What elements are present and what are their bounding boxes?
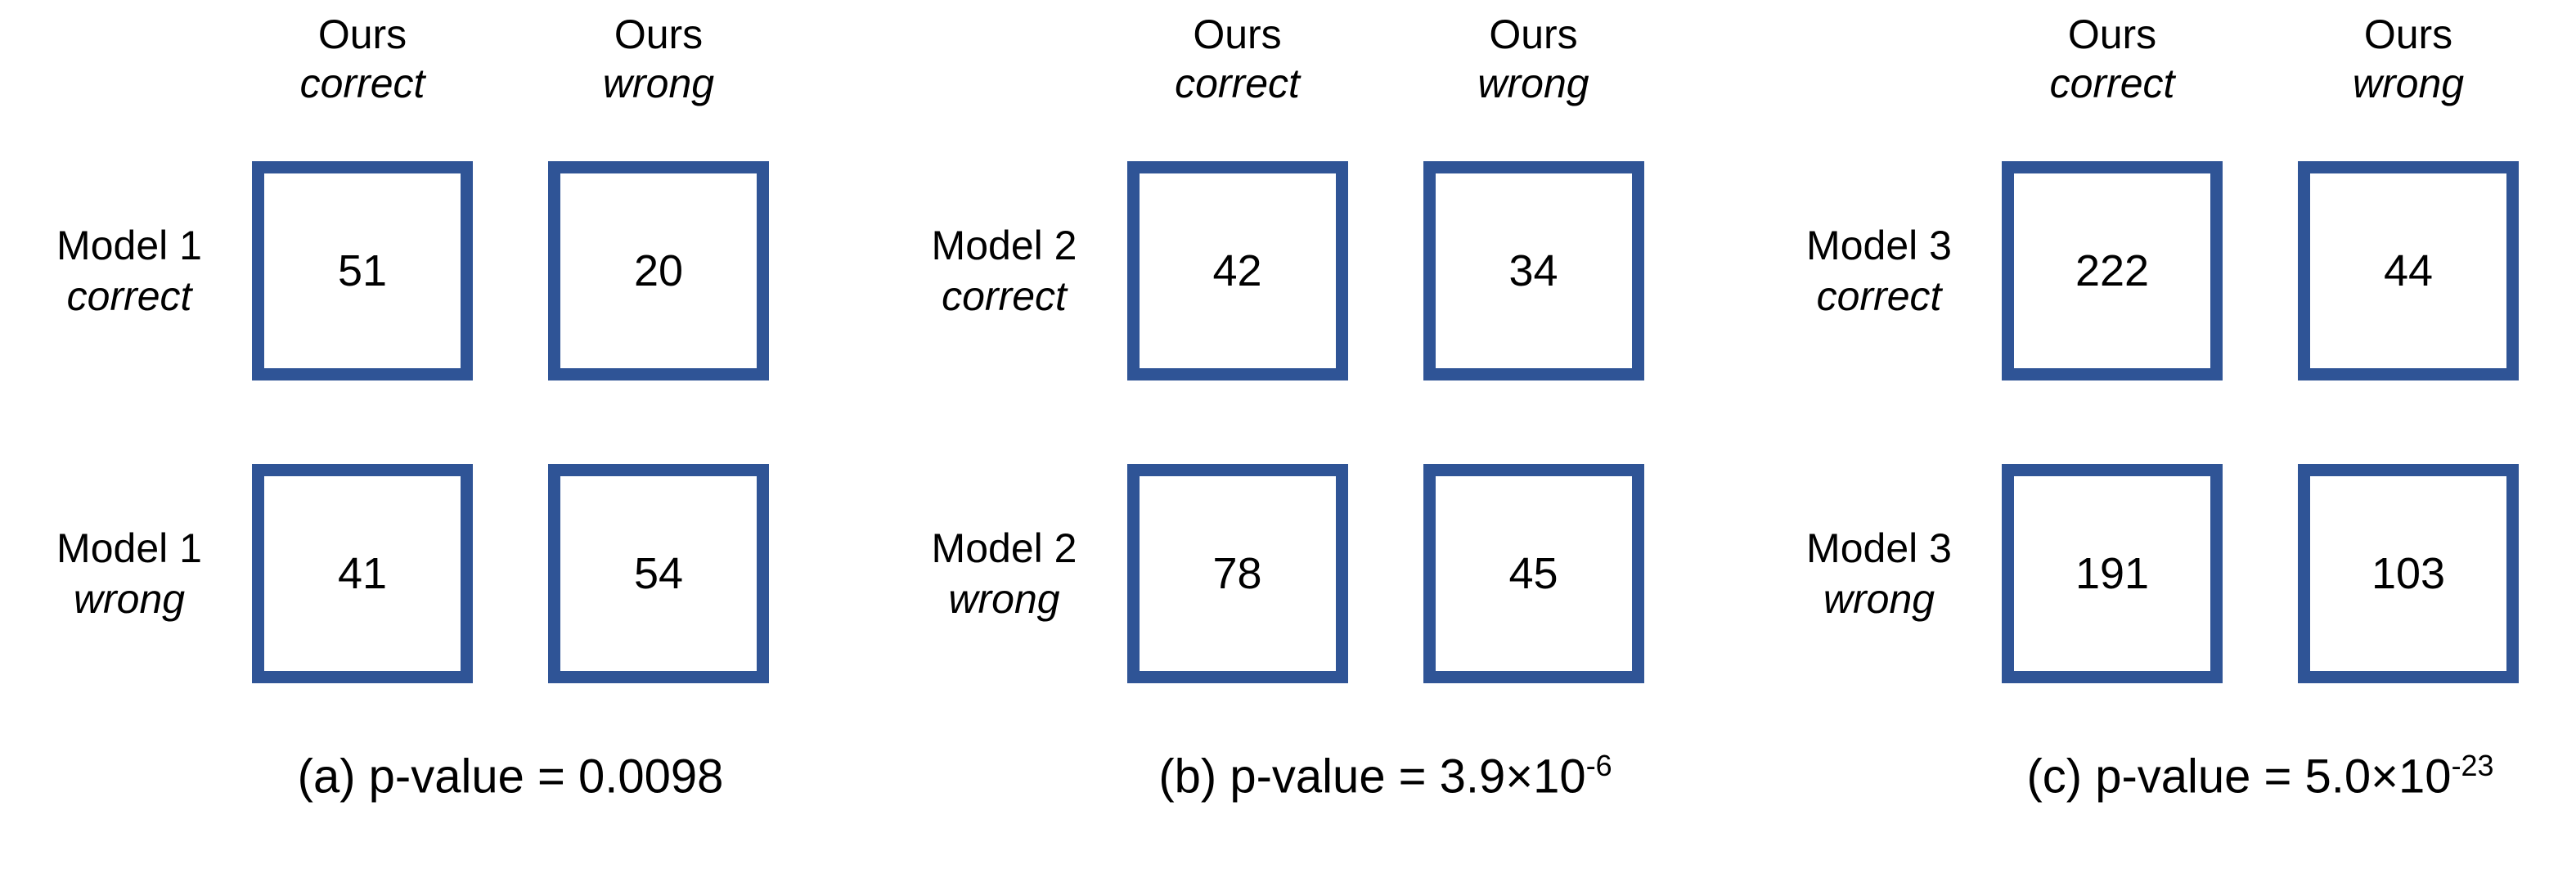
matrix-row-model3-correct: Model 3 correct 222 44 [1756,161,2519,380]
matrix-cell: 42 [1126,161,1348,380]
panel-a-caption: (a) p-value = 0.0098 [252,749,769,804]
caption-text: (b) p-value = 3.9×10 [1158,750,1586,804]
matrix-row-model3-wrong: Model 3 wrong 191 103 [1756,464,2519,683]
row-label-bottom: wrong [948,576,1060,622]
matrix-cell: 51 [252,161,473,380]
row-label-top: Model 2 [931,525,1077,571]
matrix-cell: 34 [1423,161,1644,380]
matrix-row-model2-correct: Model 2 correct 42 34 [882,161,1644,380]
row-label-top: Model 1 [56,525,202,571]
caption-exponent: -6 [1585,749,1612,782]
caption-text: (c) p-value = 5.0×10 [2026,750,2452,804]
column-gap [1348,10,1423,108]
column-header-top: Ours [614,11,704,57]
matrix-row-model2-wrong: Model 2 wrong 78 45 [882,464,1644,683]
matrix-cell: 44 [2298,161,2519,380]
matrix-cell: 45 [1423,464,1644,683]
cell-value: 54 [633,549,684,598]
matrix-cell: 78 [1126,464,1348,683]
column-header-ours-correct: Ours correct [2002,10,2223,108]
panel-c-caption: (c) p-value = 5.0×10-23 [2002,749,2519,804]
matrix-cell: 191 [2002,464,2223,683]
matrix-row-model1-correct: Model 1 correct 51 20 [7,161,769,380]
cell-value: 20 [633,246,684,295]
column-gap [2223,10,2298,108]
row-label-top: Model 3 [1806,525,1952,571]
row-label: Model 2 wrong [882,523,1127,625]
panel-c-column-headers: Ours correct Ours wrong [1756,10,2519,108]
column-header-ours-wrong: Ours wrong [548,10,769,108]
panel-b-column-headers: Ours correct Ours wrong [882,10,1644,108]
cell-value: 222 [2075,246,2150,295]
matrix-row-model1-wrong: Model 1 wrong 41 54 [7,464,769,683]
row-label-bottom: correct [942,273,1067,319]
column-header-ours-wrong: Ours wrong [2298,10,2519,108]
cell-value: 42 [1212,246,1262,295]
row-label: Model 3 wrong [1756,523,2002,625]
column-gap [473,10,548,108]
caption-text: (a) p-value = 0.0098 [297,750,724,804]
column-header-bottom: correct [2049,61,2175,106]
row-label: Model 1 wrong [7,523,252,625]
panel-a: Ours correct Ours wrong Model 1 correct … [7,0,769,878]
row-label: Model 3 correct [1756,220,2002,322]
column-header-top: Ours [2067,11,2157,57]
column-header-bottom: wrong [602,61,715,106]
column-header-top: Ours [2363,11,2453,57]
matrix-cell: 54 [548,464,769,683]
matrix-cell: 41 [252,464,473,683]
header-spacer [882,10,1127,108]
column-header-ours-correct: Ours correct [252,10,473,108]
cell-value: 45 [1508,549,1558,598]
panel-b: Ours correct Ours wrong Model 2 correct … [882,0,1644,878]
row-label-bottom: wrong [73,576,186,622]
panel-c: Ours correct Ours wrong Model 3 correct … [1756,0,2519,878]
cell-value: 44 [2383,246,2434,295]
column-header-top: Ours [317,11,407,57]
column-header-top: Ours [1489,11,1578,57]
matrix-cell: 20 [548,161,769,380]
column-header-bottom: correct [1175,61,1300,106]
column-header-ours-wrong: Ours wrong [1423,10,1644,108]
column-header-bottom: wrong [1477,61,1589,106]
panel-b-caption: (b) p-value = 3.9×10-6 [1127,749,1644,804]
column-header-ours-correct: Ours correct [1127,10,1348,108]
column-header-top: Ours [1193,11,1282,57]
row-label: Model 2 correct [882,220,1127,322]
caption-exponent: -23 [2451,749,2494,782]
cell-value: 41 [337,549,388,598]
header-spacer [1756,10,2002,108]
row-label: Model 1 correct [7,220,252,322]
cell-value: 103 [2371,549,2446,598]
row-label-bottom: wrong [1823,576,1935,622]
row-label-top: Model 1 [56,222,202,268]
row-label-top: Model 2 [931,222,1077,268]
matrix-cell: 222 [2002,161,2223,380]
row-label-bottom: correct [66,273,192,319]
row-label-bottom: correct [1816,273,1942,319]
column-header-bottom: wrong [2352,61,2465,106]
panel-a-column-headers: Ours correct Ours wrong [7,10,769,108]
cell-value: 34 [1508,246,1558,295]
cell-value: 78 [1212,549,1262,598]
cell-value: 51 [337,246,388,295]
column-header-bottom: correct [299,61,425,106]
matrix-cell: 103 [2298,464,2519,683]
cell-value: 191 [2075,549,2150,598]
row-label-top: Model 3 [1806,222,1952,268]
header-spacer [7,10,252,108]
